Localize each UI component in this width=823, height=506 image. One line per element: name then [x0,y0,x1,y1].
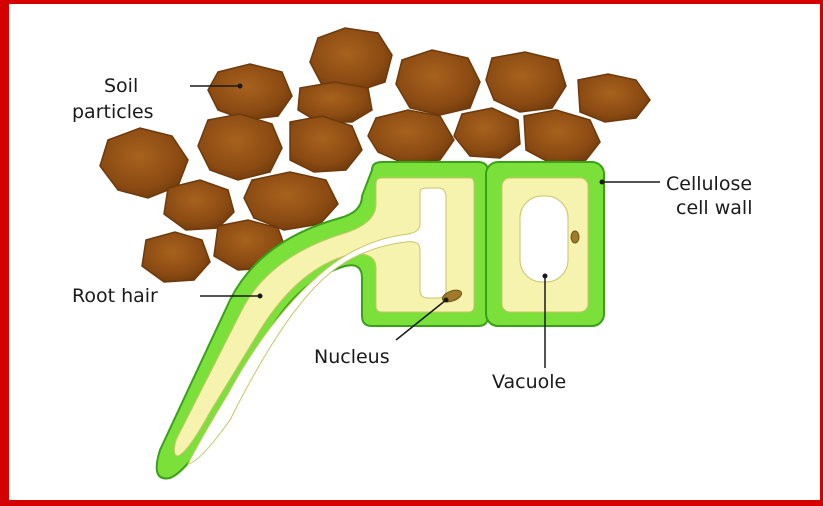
soil-particle [142,232,210,282]
vacuole-label: Vacuole [492,371,566,393]
cellulose-label-line1: Cellulose [666,173,752,195]
root-hair-label: Root hair [72,285,158,307]
soil-label-line2: particles [72,101,154,123]
soil-particle [396,50,480,115]
soil-particle [164,180,234,230]
soil-particle [486,52,566,112]
soil-particle [298,82,372,122]
soil-particle [578,74,650,122]
epidermal-nucleus [571,231,579,243]
soil-particle [208,64,292,120]
soil-particle [198,114,282,180]
soil-particle [244,172,338,230]
nucleus-label: Nucleus [314,346,390,368]
cellulose-label-line2: cell wall [676,197,752,219]
soil-particle [310,28,392,92]
soil-particle [524,110,600,164]
soil-particle [454,108,520,158]
soil-particle [290,116,362,172]
soil-label-line1: Soil [104,75,138,97]
soil-particle [368,110,454,164]
epidermal-vacuole [520,196,568,282]
